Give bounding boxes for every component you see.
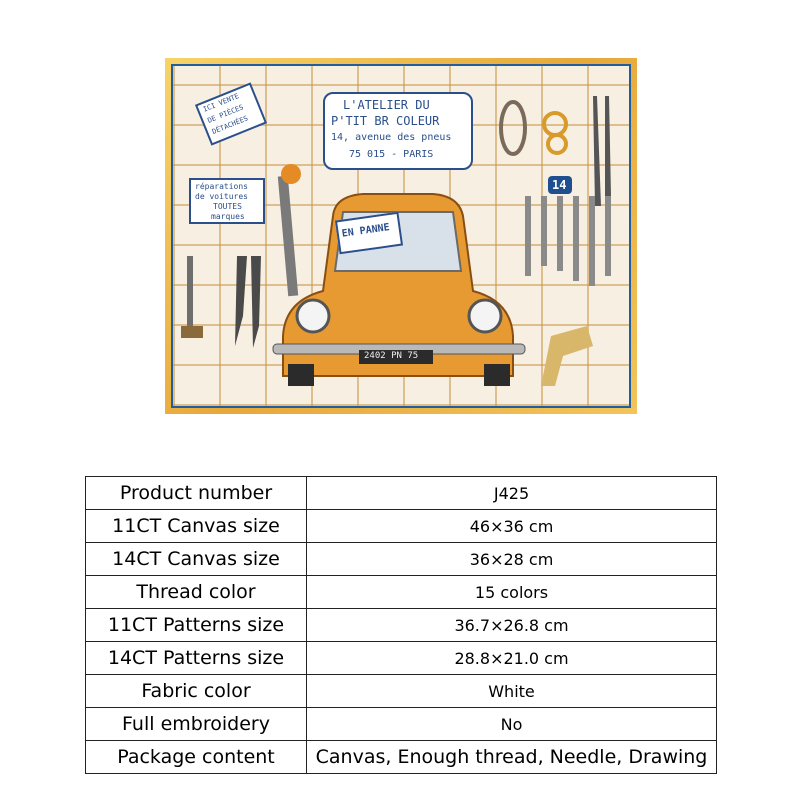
shop-sign-line-3: 14, avenue des pneus [331,132,452,143]
cross-stitch-pattern: L'ATELIER DU P'TIT BR COLEUR 14, avenue … [173,66,629,406]
shop-sign-line-1: L'ATELIER DU [343,98,430,112]
spec-value: 36×28 cm [306,542,717,576]
spec-value: White [306,674,717,708]
license-plate-text: 2402 PN 75 [364,351,419,361]
wall-tools-illustration [181,96,611,386]
spec-row-14ct-canvas-size: 14CT Canvas size 36×28 cm [85,542,717,576]
spec-label: 11CT Canvas size [85,509,307,543]
spec-row-14ct-patterns-size: 14CT Patterns size 28.8×21.0 cm [85,641,717,675]
number-tag: 14 [548,176,572,194]
license-plate: 2402 PN 75 [359,350,433,364]
spec-label: 14CT Patterns size [85,641,307,675]
spec-value: No [306,707,717,741]
spec-label: Package content [85,740,307,774]
spec-row-fabric-color: Fabric color White [85,674,717,708]
spec-row-11ct-canvas-size: 11CT Canvas size 46×36 cm [85,509,717,543]
shop-sign-line-4: 75 015 - PARIS [349,149,434,160]
spec-value: J425 [306,476,717,510]
spec-value: 46×36 cm [306,509,717,543]
spec-label: 11CT Patterns size [85,608,307,642]
repairs-sign: réparations de voitures TOUTES marques [189,178,265,224]
spec-row-thread-color: Thread color 15 colors [85,575,717,609]
repairs-sign-line-4: marques [211,212,245,221]
repairs-sign-line-2: de voitures [195,192,248,201]
spec-label: Product number [85,476,307,510]
product-spec-table: Product number J425 11CT Canvas size 46×… [85,476,717,774]
spec-row-11ct-patterns-size: 11CT Patterns size 36.7×26.8 cm [85,608,717,642]
shop-sign-line-2: P'TIT BR COLEUR [331,114,440,128]
spec-value: 28.8×21.0 cm [306,641,717,675]
spec-value: 36.7×26.8 cm [306,608,717,642]
shop-sign: L'ATELIER DU P'TIT BR COLEUR 14, avenue … [323,92,473,170]
repairs-sign-line-1: réparations [195,182,248,191]
spec-value: 15 colors [306,575,717,609]
spec-value: Canvas, Enough thread, Needle, Drawing [306,740,717,774]
spec-row-product-number: Product number J425 [85,476,717,510]
repairs-sign-line-3: TOUTES [213,202,242,211]
number-tag-label: 14 [552,178,567,192]
spec-label: Full embroidery [85,707,307,741]
spec-row-full-embroidery: Full embroidery No [85,707,717,741]
spec-label: 14CT Canvas size [85,542,307,576]
spec-label: Thread color [85,575,307,609]
product-picture-frame: L'ATELIER DU P'TIT BR COLEUR 14, avenue … [165,58,637,414]
spec-label: Fabric color [85,674,307,708]
broken-down-card-text: EN PANNE [341,222,391,240]
spec-row-package-content: Package content Canvas, Enough thread, N… [85,740,717,774]
